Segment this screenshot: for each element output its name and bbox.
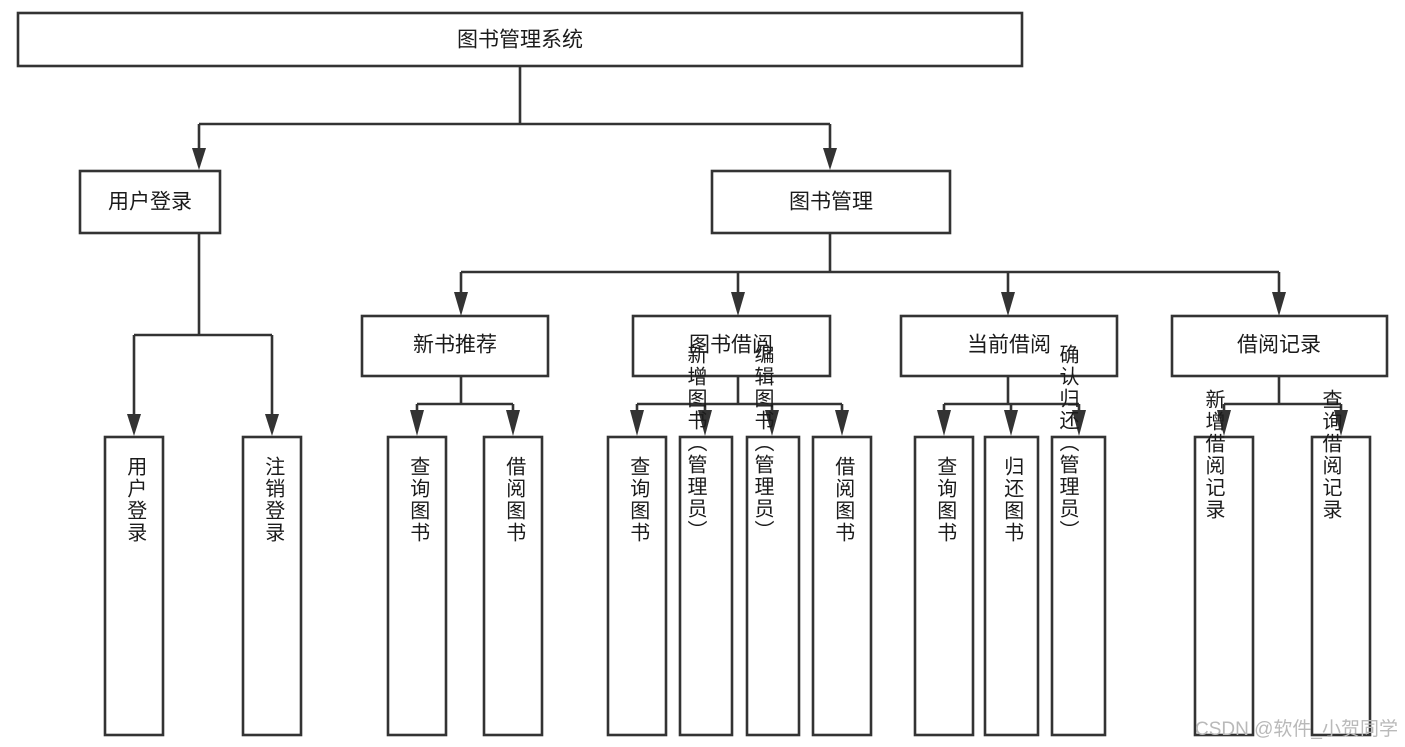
leaf-logout-login[interactable]: 注销登录	[241, 435, 303, 737]
leaf-borrow-book-recommend[interactable]: 借阅图书	[482, 435, 544, 737]
leaf-borrow-book-recommend-box[interactable]	[482, 435, 544, 737]
arrow-head-new-book-recommend	[454, 292, 468, 316]
node-book-manage-label: 图书管理	[789, 191, 873, 214]
arrow-head-leaf-add-record	[1217, 410, 1231, 436]
arrow-head-book-borrow	[731, 292, 745, 316]
leaf-query-book-borrow-box[interactable]	[606, 435, 668, 737]
node-new-book-recommend-label: 新书推荐	[413, 334, 497, 357]
node-borrow-record[interactable]: 借阅记录	[1170, 314, 1389, 378]
leaf-add-book-label: 新增图书（管理员）	[684, 344, 707, 542]
arrow-head-leaf-borrow-book-2	[835, 410, 849, 436]
leaf-borrow-book-recommend-label: 借阅图书	[503, 456, 526, 544]
leaf-query-book-recommend[interactable]: 查询图书	[386, 435, 448, 737]
arrow-head-user-login	[192, 148, 206, 170]
node-current-borrow[interactable]: 当前借阅	[899, 314, 1119, 378]
leaf-confirm-return-label: 确认归还（管理员）	[1056, 344, 1079, 542]
arrow-head-leaf-logout	[265, 414, 279, 436]
node-root-box[interactable]	[16, 11, 1024, 68]
node-book-borrow-box[interactable]	[631, 314, 832, 378]
leaf-return-book[interactable]: 归还图书	[983, 435, 1040, 737]
node-borrow-record-box[interactable]	[1170, 314, 1389, 378]
arrow-head-leaf-borrow-book-1	[506, 410, 520, 436]
leaf-borrow-book-label: 借阅图书	[832, 456, 855, 544]
arrow-head-leaf-query-book-3	[937, 410, 951, 436]
node-root-label: 图书管理系统	[457, 29, 583, 52]
node-book-manage[interactable]: 图书管理	[710, 169, 952, 235]
connector-layer	[127, 66, 1348, 436]
arrow-head-leaf-edit-book	[765, 410, 779, 436]
node-user-login-box[interactable]	[78, 169, 222, 235]
leaf-logout-login-box[interactable]	[241, 435, 303, 737]
leaf-edit-book[interactable]: 编辑图书（管理员）	[745, 344, 801, 737]
node-borrow-record-label: 借阅记录	[1237, 334, 1321, 357]
csdn-watermark: CSDN @软件_小贺同学	[1195, 718, 1398, 740]
leaf-return-book-box[interactable]	[983, 435, 1040, 737]
leaf-confirm-return[interactable]: 确认归还（管理员）	[1050, 344, 1107, 737]
arrow-head-leaf-query-book-2	[630, 410, 644, 436]
leaf-query-borrow-record-label: 查询借阅记录	[1319, 389, 1342, 521]
node-book-manage-box[interactable]	[710, 169, 952, 235]
leaf-logout-login-label: 注销登录	[262, 456, 285, 544]
leaf-query-book-recommend-box[interactable]	[386, 435, 448, 737]
leaf-query-book-current-box[interactable]	[913, 435, 975, 737]
node-root[interactable]: 图书管理系统	[16, 11, 1024, 68]
node-current-borrow-box[interactable]	[899, 314, 1119, 378]
arrow-head-current-borrow	[1001, 292, 1015, 316]
leaf-user-login-box[interactable]	[103, 435, 165, 737]
leaf-add-borrow-record[interactable]: 新增借阅记录	[1193, 389, 1255, 737]
arrow-head-leaf-user-login	[127, 414, 141, 436]
leaf-borrow-book[interactable]: 借阅图书	[811, 435, 873, 737]
leaf-query-book-current-label: 查询图书	[934, 456, 957, 544]
leaf-user-login-label: 用户登录	[124, 456, 147, 544]
leaf-add-borrow-record-label: 新增借阅记录	[1202, 389, 1225, 521]
leaf-add-book-box[interactable]	[678, 435, 734, 737]
node-new-book-recommend-box[interactable]	[360, 314, 550, 378]
arrow-head-borrow-record	[1272, 292, 1286, 316]
arrow-head-leaf-query-book-1	[410, 410, 424, 436]
leaf-query-book-current[interactable]: 查询图书	[913, 435, 975, 737]
leaf-query-book-borrow-label: 查询图书	[627, 456, 650, 544]
node-book-borrow[interactable]: 图书借阅	[631, 314, 832, 378]
node-user-login[interactable]: 用户登录	[78, 169, 222, 235]
leaf-add-book[interactable]: 新增图书（管理员）	[678, 344, 734, 737]
leaf-user-login[interactable]: 用户登录	[103, 435, 165, 737]
arrow-head-leaf-return-book	[1004, 410, 1018, 436]
arrow-head-leaf-confirm-return	[1072, 410, 1086, 436]
leaf-query-borrow-record-box[interactable]	[1310, 435, 1372, 737]
leaf-return-book-label: 归还图书	[1001, 456, 1024, 544]
node-user-login-label: 用户登录	[108, 191, 192, 214]
leaf-confirm-return-box[interactable]	[1050, 435, 1107, 737]
leaf-add-borrow-record-box[interactable]	[1193, 435, 1255, 737]
leaf-borrow-book-box[interactable]	[811, 435, 873, 737]
arrow-head-book-manage	[823, 148, 837, 170]
leaf-query-borrow-record[interactable]: 查询借阅记录	[1310, 389, 1372, 737]
node-current-borrow-label: 当前借阅	[967, 334, 1051, 357]
node-new-book-recommend[interactable]: 新书推荐	[360, 314, 550, 378]
arrow-head-leaf-add-book	[698, 410, 712, 436]
leaf-edit-book-box[interactable]	[745, 435, 801, 737]
arrow-head-leaf-query-record	[1334, 410, 1348, 436]
leaf-query-book-recommend-label: 查询图书	[407, 456, 430, 544]
leaf-edit-book-label: 编辑图书（管理员）	[751, 344, 774, 542]
leaf-query-book-borrow[interactable]: 查询图书	[606, 435, 668, 737]
node-book-borrow-label: 图书借阅	[689, 334, 773, 357]
